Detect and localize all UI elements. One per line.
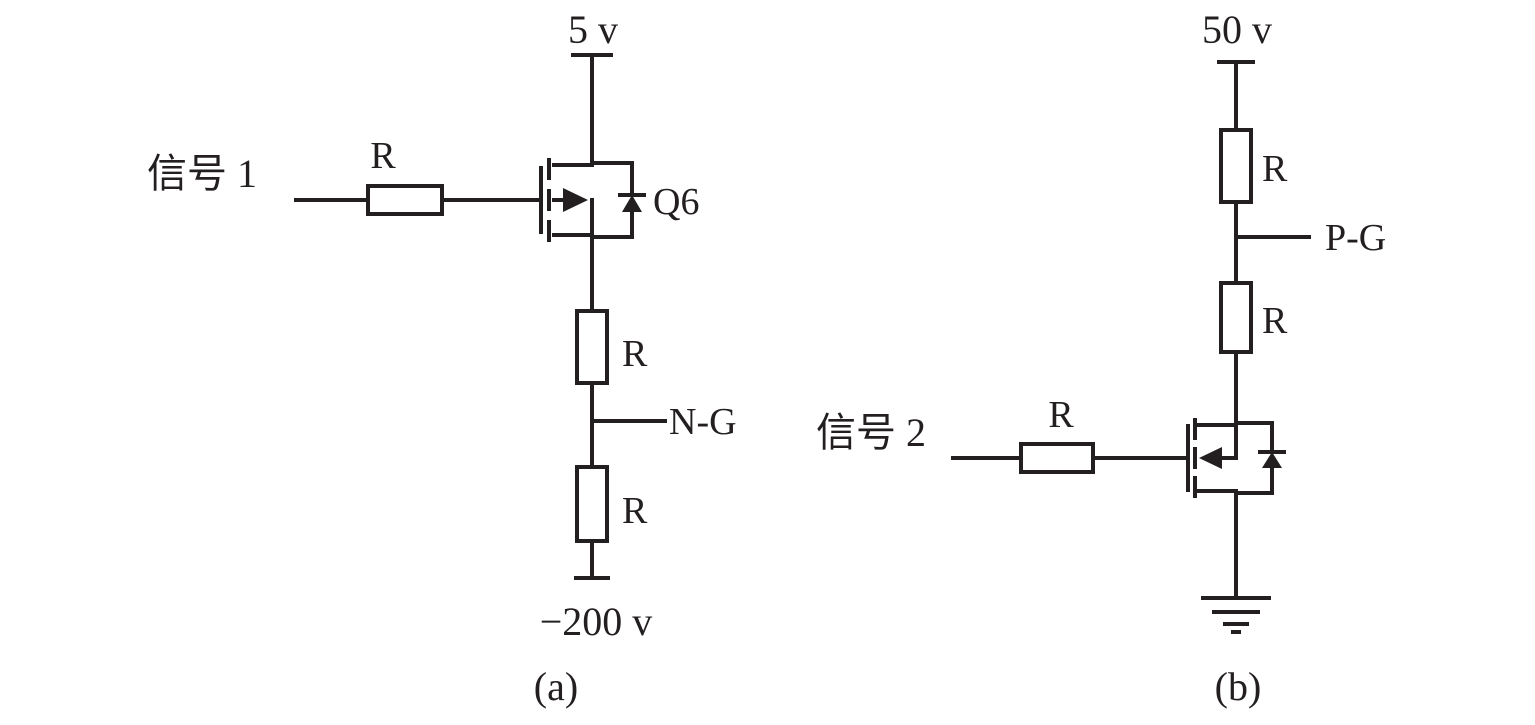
b-caption: (b) xyxy=(1215,664,1262,709)
circuit-b: 50 v R P-G R 信号 2 xyxy=(816,7,1386,709)
b-input-label: 信号 2 xyxy=(816,410,926,455)
a-mosfet-q6 xyxy=(539,158,646,242)
b-input-resistor xyxy=(1019,442,1095,474)
a-input-label: 信号 1 xyxy=(147,151,257,196)
b-output-label: P-G xyxy=(1325,217,1386,259)
b-upper-resistor-label: R xyxy=(1262,148,1288,190)
a-zener-diode xyxy=(622,195,642,212)
b-input-resistor-label: R xyxy=(1048,394,1074,436)
a-transistor-label: Q6 xyxy=(653,181,699,223)
a-lower-resistor xyxy=(575,465,609,543)
b-mosfet xyxy=(1186,418,1286,498)
a-upper-resistor xyxy=(575,309,609,385)
a-caption: (a) xyxy=(534,664,578,709)
b-zener-diode xyxy=(1262,452,1282,468)
b-supply-label: 50 v xyxy=(1202,7,1272,52)
a-supply-label: 5 v xyxy=(568,7,618,52)
b-upper-resistor xyxy=(1219,128,1253,204)
a-input-resistor xyxy=(366,184,444,216)
a-lower-resistor-label: R xyxy=(622,490,648,532)
circuit-a: 5 v Q6 信号 1 R R xyxy=(147,7,737,709)
b-lower-resistor xyxy=(1219,281,1253,354)
a-output-label: N-G xyxy=(669,401,737,443)
a-upper-resistor-label: R xyxy=(622,333,648,375)
b-lower-resistor-label: R xyxy=(1262,300,1288,342)
a-input-resistor-label: R xyxy=(370,135,396,177)
a-neg-supply-label: −200 v xyxy=(540,599,653,644)
ground-icon xyxy=(1201,596,1271,634)
